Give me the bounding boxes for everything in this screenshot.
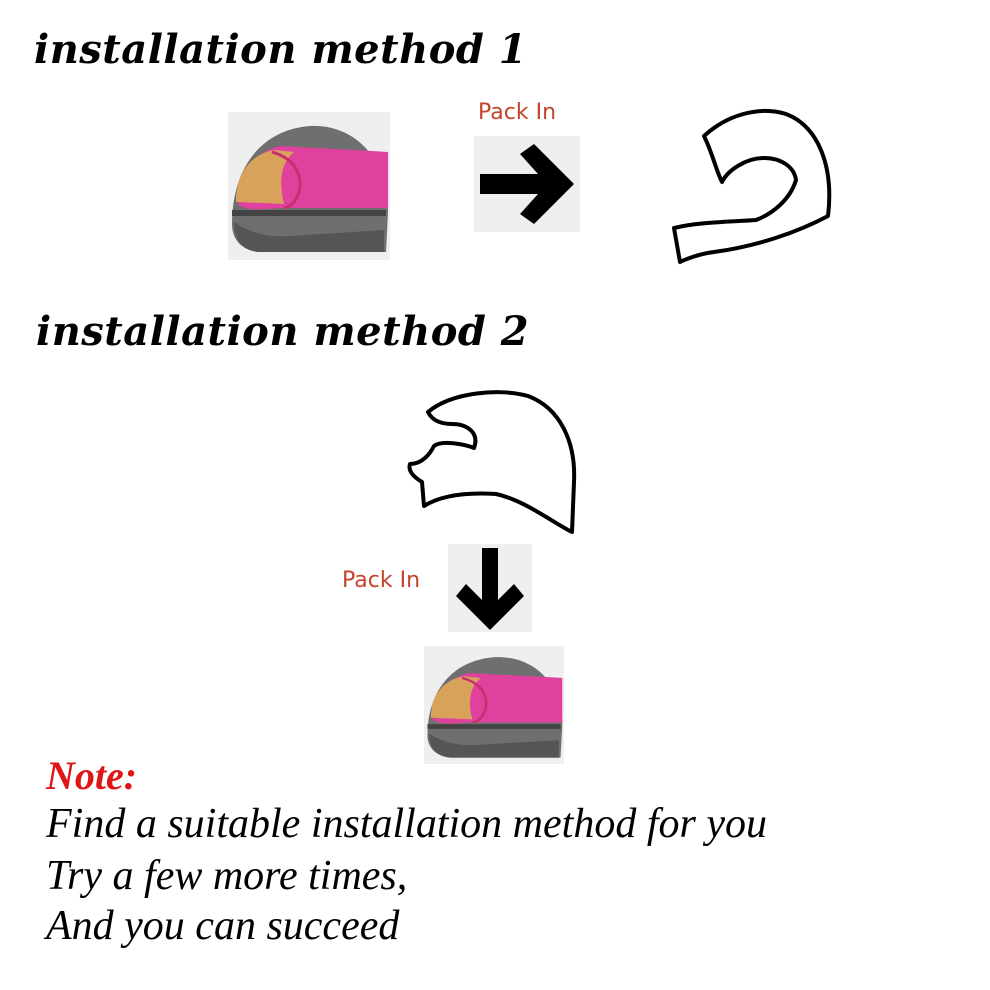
note-line: Find a suitable installation method for … — [46, 801, 767, 847]
arrow-down-tile — [448, 544, 532, 632]
note-title: Note: — [46, 753, 138, 798]
pack-in-label-method-2: Pack In — [342, 568, 421, 593]
helmet-image-method-1 — [228, 112, 390, 260]
note-line: Try a few more times, — [46, 853, 408, 899]
method-2-title: installation method 2 — [36, 308, 530, 355]
visor-film-outline-icon — [672, 109, 832, 264]
arrow-right-icon — [480, 144, 574, 224]
visor-outline-method-1 — [668, 96, 840, 266]
arrow-right-tile — [474, 136, 580, 232]
helmet-with-pink-visor-film-icon — [427, 657, 563, 758]
visor-film-outline-icon — [407, 390, 577, 534]
method-1-title: installation method 1 — [34, 26, 528, 73]
pack-in-label-method-1: Pack In — [478, 100, 557, 125]
helmet-image-method-2 — [424, 646, 564, 764]
visor-outline-method-2 — [404, 382, 580, 542]
helmet-with-pink-visor-film-icon — [232, 125, 388, 252]
note-line: And you can succeed — [46, 903, 400, 949]
arrow-down-icon — [456, 548, 524, 630]
